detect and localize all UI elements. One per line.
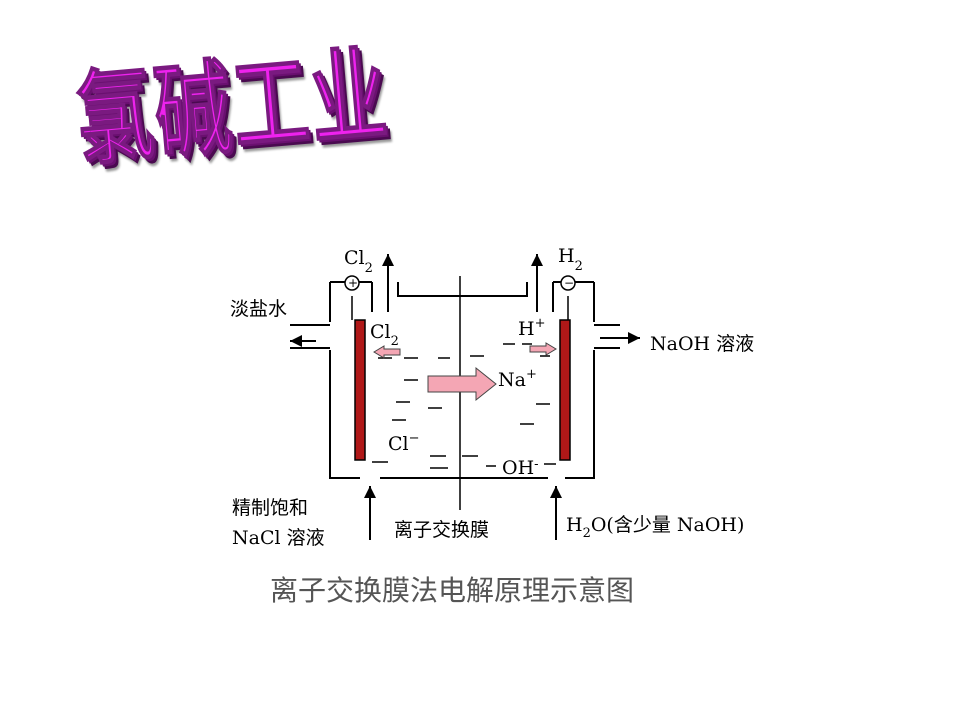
dilute-brine-label: 淡盐水 (230, 298, 287, 320)
h2-gas-label: H2 (558, 245, 583, 274)
cathode-sign: − (564, 276, 574, 290)
na-plus-pink-arrow (427, 366, 497, 402)
membrane-label: 离子交换膜 (394, 519, 489, 541)
water-inlet-label: H2O(含少量 NaOH) (566, 514, 744, 541)
na-plus-label: Na+ (498, 367, 537, 391)
anode-sign: + (348, 276, 358, 290)
cathode-terminal (560, 275, 576, 291)
cl-minus-label: Cl− (388, 431, 420, 455)
h-plus-pink-arrow (529, 342, 557, 356)
anode-terminal (344, 275, 360, 291)
naoh-solution-label: NaOH 溶液 (650, 333, 754, 355)
anode-electrode (354, 319, 366, 461)
solution-dashes (372, 343, 556, 469)
cl2-inner-label: Cl2 (370, 321, 399, 349)
diagram-caption: 离子交换膜法电解原理示意图 (270, 574, 634, 607)
cl2-gas-label: Cl2 (344, 247, 373, 276)
h-plus-label: H+ (518, 316, 545, 340)
cathode-electrode (559, 319, 571, 461)
refined-brine-label-line1: 精制饱和 (232, 497, 308, 519)
oh-minus-label: OH- (502, 457, 539, 479)
cl2-pink-arrow (373, 345, 401, 359)
refined-brine-label-line2: NaCl 溶液 (232, 527, 325, 549)
